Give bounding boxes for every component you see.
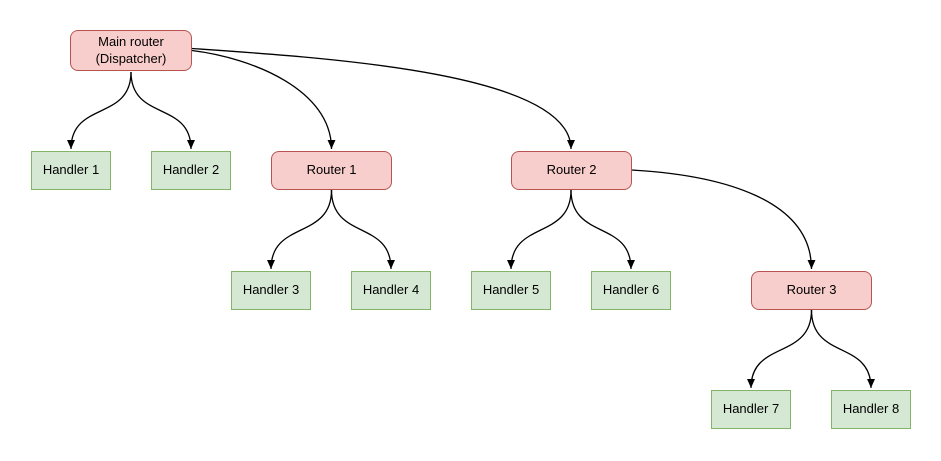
edge-main-to-router2 bbox=[191, 47, 575, 150]
edge-router2-to-router3 bbox=[630, 169, 816, 270]
node-router-3: Router 3 bbox=[751, 271, 872, 310]
node-handler-1: Handler 1 bbox=[31, 151, 111, 190]
node-handler-2: Handler 2 bbox=[151, 151, 231, 190]
edge-router3-to-handler8 bbox=[810, 309, 875, 389]
node-handler-6: Handler 6 bbox=[591, 271, 671, 310]
node-handler-7: Handler 7 bbox=[711, 390, 791, 429]
edge-main-to-handler2 bbox=[130, 71, 195, 150]
edge-router2-to-handler6 bbox=[570, 189, 635, 270]
edge-main-to-router1 bbox=[191, 49, 336, 150]
edge-router2-to-handler5 bbox=[507, 189, 572, 270]
edge-router1-to-handler3 bbox=[267, 189, 333, 270]
node-handler-5: Handler 5 bbox=[471, 271, 551, 310]
node-router-1: Router 1 bbox=[271, 151, 392, 190]
node-router-2: Router 2 bbox=[511, 151, 632, 190]
edge-router3-to-handler7 bbox=[747, 309, 813, 389]
edge-router1-to-handler4 bbox=[330, 189, 395, 270]
edge-main-to-handler1 bbox=[67, 71, 132, 150]
node-handler-4: Handler 4 bbox=[351, 271, 431, 310]
node-handler-8: Handler 8 bbox=[831, 390, 911, 429]
node-main-router: Main router (Dispatcher) bbox=[70, 30, 192, 71]
node-handler-3: Handler 3 bbox=[231, 271, 311, 310]
